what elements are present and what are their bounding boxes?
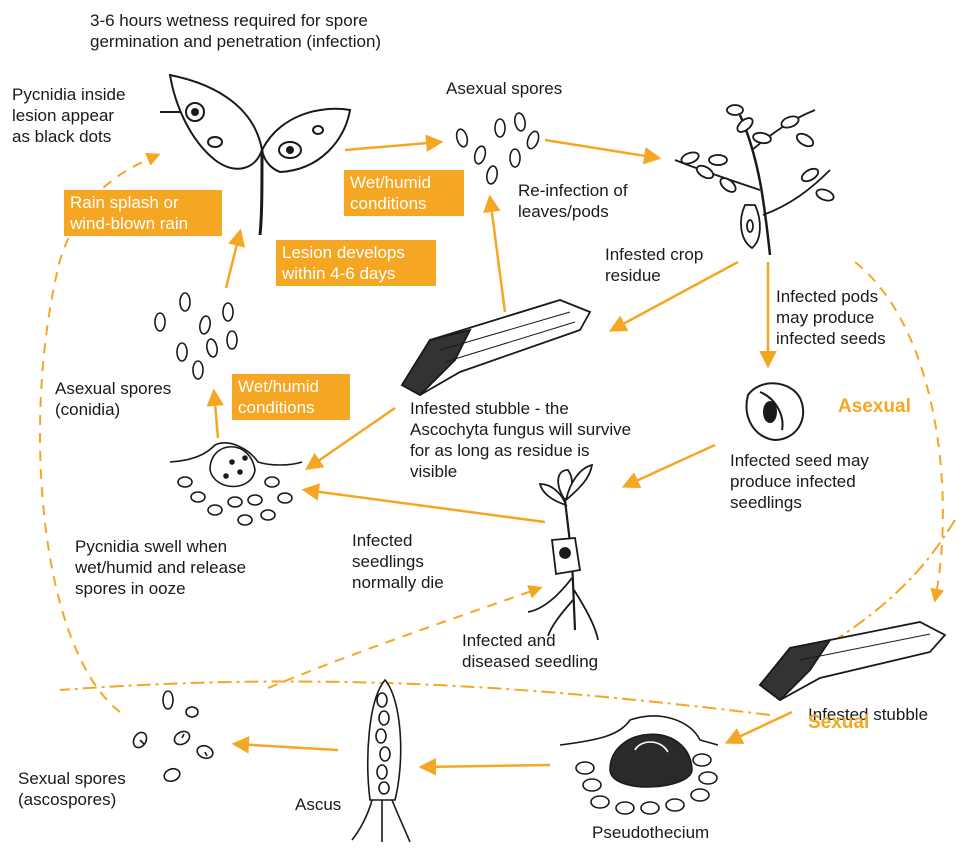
pycnidia-inside-label: Pycnidia inside lesion appear as black d… <box>12 84 152 147</box>
arrow-spores-to-plant <box>545 140 658 158</box>
dash-left-loop-up <box>40 155 158 712</box>
sexual-spores-label: Sexual spores (ascospores) <box>18 768 158 810</box>
pseudothecium-label: Pseudothecium <box>592 822 732 843</box>
arrow-leaf-to-spores <box>345 142 440 150</box>
wet-humid-box-top: Wet/humid conditions <box>344 170 464 216</box>
stubble-middle-illustration <box>402 300 590 395</box>
infected-seedlings-die-label: Infected seedlings normally die <box>352 530 462 593</box>
seedling-illustration <box>528 465 598 640</box>
arrow-pseudothecium-to-ascus <box>422 765 550 767</box>
infected-seed-illustration <box>747 383 804 440</box>
wetness-requirement-label: 3-6 hours wetness required for spore ger… <box>90 10 470 52</box>
pseudothecium-illustration <box>560 716 718 814</box>
pycnidia-illustration <box>170 443 302 525</box>
lesion-develops-box: Lesion develops within 4-6 days <box>276 240 436 286</box>
reinfection-label: Re-infection of leaves/pods <box>518 180 668 222</box>
ascus-label: Ascus <box>295 794 355 815</box>
arrow-conidia-up-to-leaf <box>226 232 240 288</box>
rain-splash-box: Rain splash or wind-blown rain <box>64 190 222 236</box>
arrow-stubble-to-pseudothecium <box>728 712 792 742</box>
infected-seed-label: Infected seed may produce infected seedl… <box>730 450 910 513</box>
asexual-spores-top-label: Asexual spores <box>446 78 596 99</box>
infested-crop-residue-label: Infested crop residue <box>605 244 745 286</box>
arrow-stubble-up-to-spores <box>490 198 505 312</box>
infected-pods-label: Infected pods may produce infected seeds <box>776 286 926 349</box>
pycnidia-swell-label: Pycnidia swell when wet/humid and releas… <box>75 536 275 599</box>
conidia-spores <box>155 293 237 379</box>
infected-diseased-seedling-label: Infected and diseased seedling <box>462 630 632 672</box>
wet-humid-box-left: Wet/humid conditions <box>232 374 350 420</box>
asexual-spores-top <box>455 112 541 184</box>
infested-stubble-note-label: Infested stubble - the Ascochyta fungus … <box>410 398 690 482</box>
arrow-seedling-to-pycnidia <box>305 490 545 522</box>
arrow-ascus-to-sexual-spores <box>235 744 338 750</box>
asexual-stage-tag: Asexual <box>838 396 911 418</box>
ascus-illustration <box>352 680 410 842</box>
sexual-stage-tag: Sexual <box>808 712 869 734</box>
infected-plant-illustration <box>675 105 835 255</box>
stubble-bottom-illustration <box>760 622 945 700</box>
arrow-pycnidia-up-to-conidia <box>214 392 218 438</box>
asexual-spores-conidia-label: Asexual spores (conidia) <box>55 378 195 420</box>
